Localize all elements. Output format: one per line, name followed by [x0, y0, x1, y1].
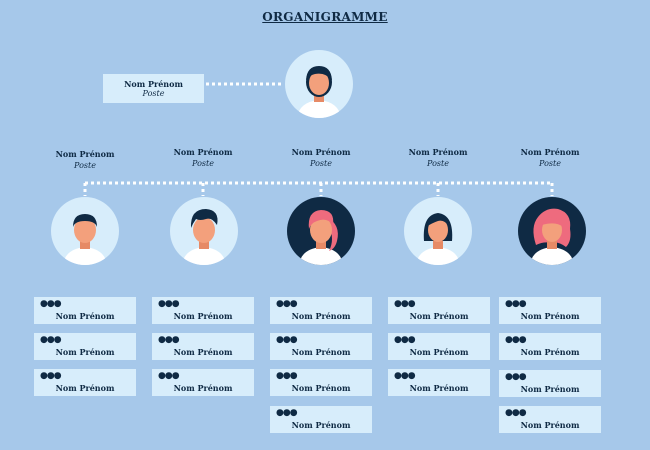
- column-4-member-card: ●●● Nom Prénom: [388, 333, 490, 360]
- column-5-member-card: ●●● Nom Prénom: [499, 406, 601, 433]
- member-name: Nom Prénom: [520, 347, 580, 357]
- column-5-member-card: ●●● Nom Prénom: [499, 297, 601, 324]
- top-person-name: Nom Prénom: [124, 79, 183, 89]
- column-1-avatar: [51, 197, 119, 265]
- column-4-member-card: ●●● Nom Prénom: [388, 369, 490, 396]
- column-5-avatar: [518, 197, 586, 265]
- column-1-member-card: ●●● Nom Prénom: [34, 333, 136, 360]
- column-4-head-label: Nom Prénom Poste: [383, 147, 493, 169]
- column-4-avatar: [404, 197, 472, 265]
- member-name: Nom Prénom: [409, 383, 469, 393]
- top-person-label: Nom Prénom Poste: [103, 74, 204, 103]
- column-1-head-role: Poste: [74, 161, 96, 170]
- member-name: Nom Prénom: [291, 383, 351, 393]
- member-name: Nom Prénom: [173, 383, 233, 393]
- column-2-head-role: Poste: [192, 159, 214, 168]
- column-1-member-card: ●●● Nom Prénom: [34, 369, 136, 396]
- column-2-head-label: Nom Prénom Poste: [148, 147, 258, 169]
- column-2-member-card: ●●● Nom Prénom: [152, 297, 254, 324]
- top-person-role: Poste: [142, 89, 165, 98]
- column-2-head-name: Nom Prénom: [173, 147, 233, 157]
- column-4-head-role: Poste: [427, 159, 449, 168]
- column-3-member-card: ●●● Nom Prénom: [270, 369, 372, 396]
- column-3-head-role: Poste: [310, 159, 332, 168]
- member-name: Nom Prénom: [520, 420, 580, 430]
- member-name: Nom Prénom: [291, 420, 351, 430]
- column-3-head-name: Nom Prénom: [291, 147, 351, 157]
- column-5-member-card: ●●● Nom Prénom: [499, 333, 601, 360]
- member-name: Nom Prénom: [409, 347, 469, 357]
- column-3-member-card: ●●● Nom Prénom: [270, 297, 372, 324]
- column-5-head-role: Poste: [539, 159, 561, 168]
- column-5-head-name: Nom Prénom: [520, 147, 580, 157]
- member-name: Nom Prénom: [409, 311, 469, 321]
- page-title: ORGANIGRAMME: [262, 10, 388, 24]
- member-name: Nom Prénom: [291, 347, 351, 357]
- column-3-member-card: ●●● Nom Prénom: [270, 406, 372, 433]
- member-name: Nom Prénom: [55, 311, 115, 321]
- column-5-head-label: Nom Prénom Poste: [495, 147, 605, 169]
- column-5-member-card: ●●● Nom Prénom: [499, 370, 601, 397]
- member-name: Nom Prénom: [55, 383, 115, 393]
- member-name: Nom Prénom: [520, 311, 580, 321]
- column-1-head-name: Nom Prénom: [55, 149, 115, 159]
- column-1-member-card: ●●● Nom Prénom: [34, 297, 136, 324]
- column-4-head-name: Nom Prénom: [408, 147, 468, 157]
- column-2-avatar: [170, 197, 238, 265]
- column-2-member-card: ●●● Nom Prénom: [152, 333, 254, 360]
- member-name: Nom Prénom: [291, 311, 351, 321]
- member-name: Nom Prénom: [173, 311, 233, 321]
- member-name: Nom Prénom: [520, 384, 580, 394]
- column-3-avatar: [287, 197, 355, 265]
- column-4-member-card: ●●● Nom Prénom: [388, 297, 490, 324]
- top-person-avatar: [285, 50, 353, 118]
- column-3-member-card: ●●● Nom Prénom: [270, 333, 372, 360]
- member-name: Nom Prénom: [55, 347, 115, 357]
- member-name: Nom Prénom: [173, 347, 233, 357]
- column-1-head-label: Nom Prénom Poste: [30, 149, 140, 171]
- column-3-head-label: Nom Prénom Poste: [266, 147, 376, 169]
- column-2-member-card: ●●● Nom Prénom: [152, 369, 254, 396]
